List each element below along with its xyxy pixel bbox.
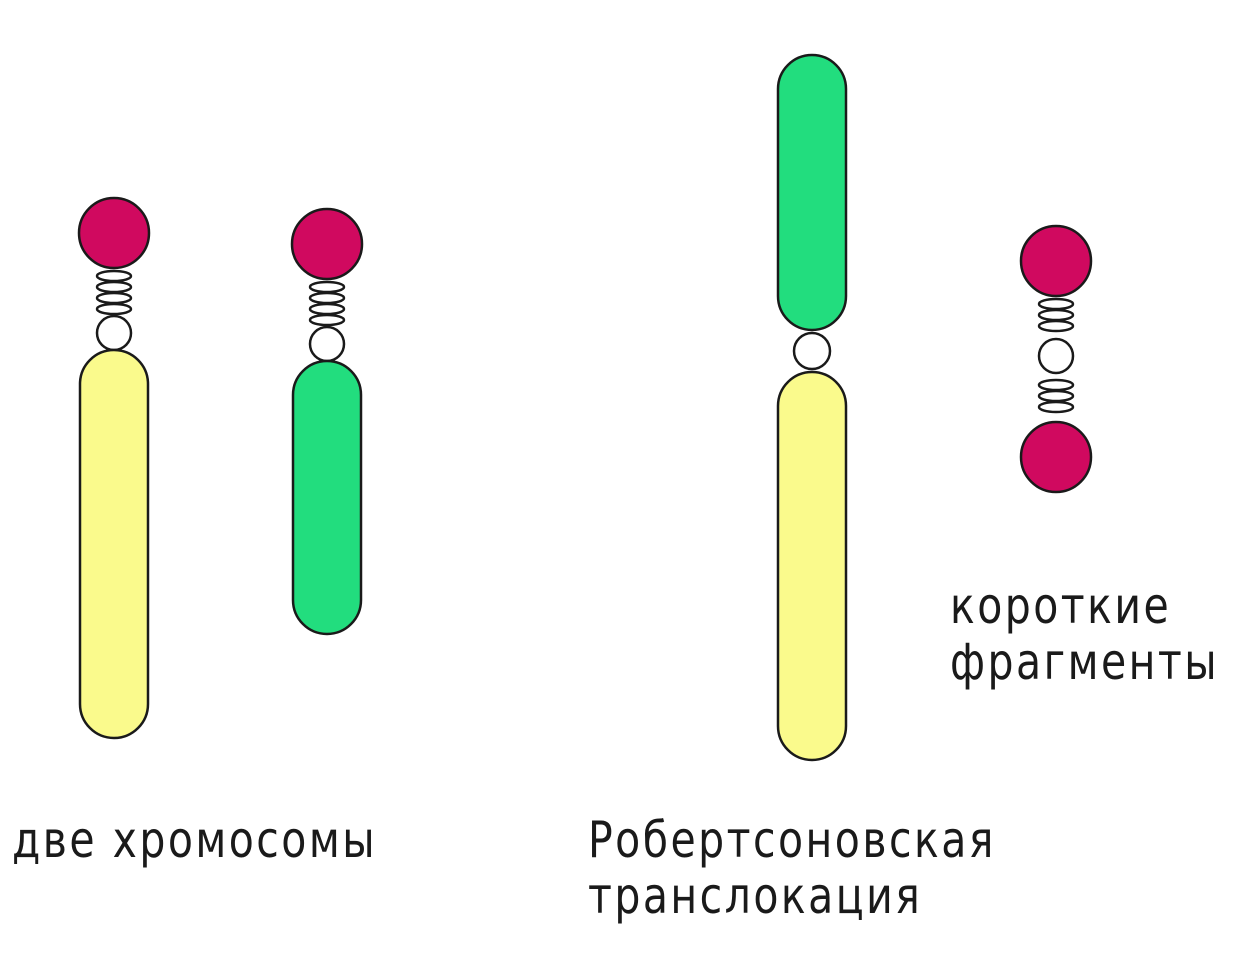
lower-arm bbox=[778, 372, 846, 760]
stalk-bottom bbox=[1039, 380, 1073, 412]
centromere bbox=[1039, 339, 1073, 373]
label-robertsonian-line2: транслокация bbox=[588, 868, 996, 924]
stalk bbox=[310, 282, 344, 325]
translocation-chromosome bbox=[778, 55, 846, 760]
long-arm bbox=[80, 350, 148, 738]
satellite bbox=[292, 209, 362, 279]
chromosome-green bbox=[292, 209, 362, 634]
upper-arm bbox=[778, 55, 846, 330]
long-arm bbox=[293, 361, 361, 634]
label-two-chromosomes: две хромосомы bbox=[12, 812, 377, 868]
short-fragments bbox=[1021, 226, 1091, 492]
centromere bbox=[310, 327, 344, 361]
satellite bbox=[79, 198, 149, 268]
label-robertsonian-line1: Робертсоновская bbox=[588, 812, 996, 868]
label-robertsonian-translocation: Робертсоновская транслокация bbox=[588, 812, 996, 924]
chromosome-yellow bbox=[79, 198, 149, 738]
centromere bbox=[794, 333, 830, 369]
label-two-chromosomes-text: две хромосомы bbox=[12, 812, 377, 868]
centromere bbox=[97, 316, 131, 350]
label-short-fragments: короткие фрагменты bbox=[950, 578, 1219, 690]
stalk bbox=[97, 271, 131, 314]
label-fragments-line1: короткие bbox=[950, 578, 1219, 634]
label-fragments-line2: фрагменты bbox=[950, 634, 1219, 690]
stalk-top bbox=[1039, 299, 1073, 331]
satellite-bottom bbox=[1021, 422, 1091, 492]
satellite-top bbox=[1021, 226, 1091, 296]
